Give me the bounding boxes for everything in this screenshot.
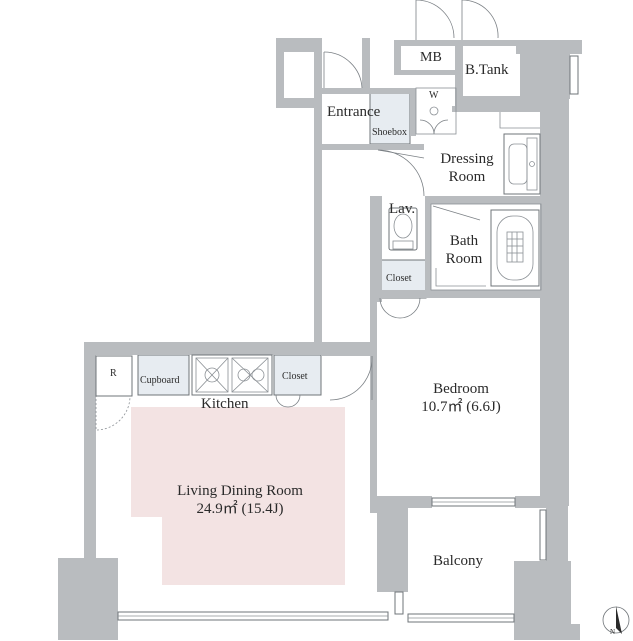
north-arrow-icon: [602, 606, 630, 634]
ldk-floor-area: [131, 407, 345, 585]
label-entrance: Entrance: [327, 104, 381, 120]
label-ldk-area: 24.9㎡ (15.4J): [196, 501, 284, 517]
fixtures: [95, 87, 542, 397]
windows: [117, 55, 579, 623]
label-bath-line1: Bath: [449, 233, 479, 249]
label-mb: MB: [420, 50, 442, 65]
label-dressing-line2: Room: [448, 169, 486, 185]
walls: [58, 38, 582, 640]
label-bath-line2: Room: [445, 251, 483, 267]
label-bedroom-name: Bedroom: [433, 381, 489, 397]
label-btank: B.Tank: [465, 62, 509, 78]
doors: [95, 0, 499, 431]
label-w: W: [429, 90, 439, 101]
label-bedroom: Bedroom 10.7㎡ (6.6J): [386, 380, 536, 416]
closet-kitchen-fill: [273, 354, 322, 396]
label-ldk-name: Living Dining Room: [177, 483, 303, 499]
label-shoebox: Shoebox: [372, 127, 407, 138]
cupboard-fill: [137, 354, 190, 396]
label-dressing-room: Dressing Room: [430, 150, 504, 186]
label-bedroom-area: 10.7㎡ (6.6J): [421, 399, 501, 415]
label-balcony: Balcony: [433, 553, 483, 569]
label-lav: Lav.: [389, 201, 416, 217]
label-closet-kitchen: Closet: [282, 371, 308, 382]
label-kitchen: Kitchen: [201, 396, 249, 412]
label-closet-upper: Closet: [386, 273, 412, 284]
label-cupboard: Cupboard: [140, 375, 180, 386]
label-bath-room: Bath Room: [436, 232, 492, 268]
label-r: R: [110, 368, 117, 379]
label-dressing-line1: Dressing: [440, 151, 494, 167]
label-north: N: [610, 628, 616, 636]
bath-drain-grid: [506, 231, 524, 263]
label-ldk: Living Dining Room 24.9㎡ (15.4J): [150, 482, 330, 518]
